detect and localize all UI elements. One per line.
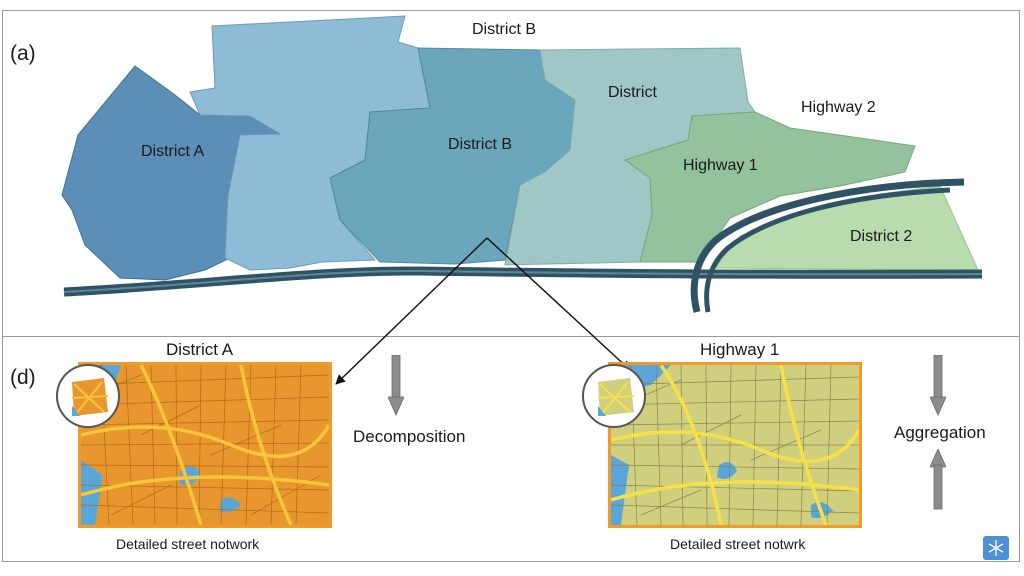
aggregation-up-arrow-icon bbox=[930, 449, 946, 510]
street-map-highway-1 bbox=[608, 362, 862, 528]
street-map-district-a bbox=[78, 362, 332, 528]
inset-map-orange bbox=[71, 378, 109, 416]
decomposition-arrow-icon bbox=[388, 355, 404, 416]
inset-district-a bbox=[56, 364, 120, 428]
figure-frame bbox=[2, 10, 1020, 562]
panel-a-label: (a) bbox=[10, 42, 36, 65]
label-highway-1: Highway 1 bbox=[683, 157, 758, 174]
label-district-b-top: District B bbox=[472, 21, 536, 38]
detail-title-district-a: District A bbox=[166, 340, 234, 359]
inset-highway-1 bbox=[582, 364, 646, 428]
district-map bbox=[61, 15, 983, 313]
panel-d-label: (d) bbox=[10, 366, 36, 389]
detail-title-highway-1: Highway 1 bbox=[700, 340, 780, 359]
label-district-a: District A bbox=[141, 143, 205, 160]
caption-highway-1: Detailed street notwrk bbox=[670, 536, 806, 552]
street-map-orange bbox=[81, 365, 329, 525]
label-district-2: District 2 bbox=[850, 228, 913, 245]
decomposition-label: Decomposition bbox=[353, 427, 466, 446]
label-district: District bbox=[608, 84, 657, 101]
label-district-b: District B bbox=[448, 136, 512, 153]
logo-glyph bbox=[988, 540, 1004, 556]
region-highway-1 bbox=[623, 111, 916, 263]
highway-2-road-b bbox=[704, 187, 951, 313]
aggregation-down-arrow-icon bbox=[930, 355, 946, 416]
inset-map-yellow bbox=[597, 378, 635, 416]
highway-2-road-a bbox=[690, 178, 965, 313]
street-map-yellow bbox=[611, 365, 859, 525]
label-highway-2: Highway 2 bbox=[801, 99, 876, 116]
snowflake-logo-icon bbox=[983, 536, 1009, 560]
caption-district-a: Detailed street notwork bbox=[116, 536, 260, 552]
aggregation-label: Aggregation bbox=[894, 423, 986, 442]
